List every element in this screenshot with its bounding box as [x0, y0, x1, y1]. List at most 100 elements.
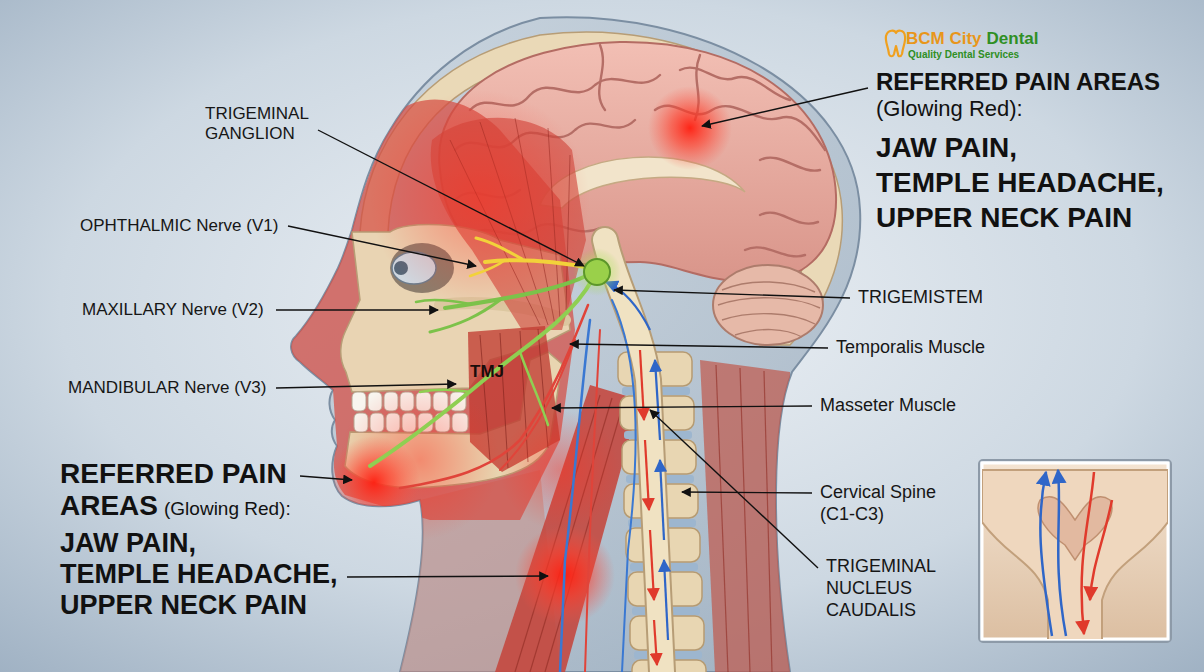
- trigeminal-nerve: [416, 300, 470, 304]
- anatomy-label: Temporalis Muscle: [836, 337, 1016, 359]
- leader-line: [318, 130, 584, 266]
- leader-line: [570, 344, 828, 348]
- leader-line: [276, 88, 868, 577]
- brain: [760, 213, 818, 224]
- trigeminal-nerve: [470, 260, 505, 276]
- anatomy-label: Masseter Muscle: [820, 395, 990, 417]
- anatomy-label: TRIGEMINAL NUCLEUS CAUDALIS: [826, 556, 944, 622]
- brain: [745, 247, 805, 256]
- anatomy-label: MANDIBULAR Nerve (V3): [68, 378, 278, 398]
- anatomy-label: TRIGEMISTEM: [858, 287, 1008, 309]
- trigeminal-nerve: [430, 300, 500, 332]
- anatomy-label: Masseter Muscle: [820, 395, 990, 417]
- anatomy-label: Cervical Spine (C1-C3): [820, 482, 950, 526]
- trigeminal-ganglion: [573, 248, 621, 296]
- blood-vessel: [560, 320, 590, 672]
- blood-vessel: [400, 305, 588, 488]
- pain-pathway-arrow: [654, 620, 657, 665]
- inset-cross-section: [1058, 470, 1066, 636]
- cerebellum: [718, 298, 820, 308]
- leader-line: [552, 406, 812, 408]
- pain-area-label: TEMPLE HEADACHE,: [60, 559, 300, 590]
- pain-area-label: UPPER NECK PAIN: [60, 590, 300, 621]
- brain: [760, 158, 820, 171]
- pain-pathway-arrow: [645, 440, 649, 510]
- pain-pathway-arrow: [655, 360, 660, 440]
- blood-vessel: [612, 300, 636, 672]
- pain-pathway-arrow: [606, 282, 668, 665]
- blood-vessel: [585, 330, 600, 672]
- logo-text: BCM City DentalQuality Dental Services: [906, 29, 1106, 60]
- anatomy-label: TRIGEMINAL GANGLION: [205, 104, 330, 145]
- cerebellum: [735, 330, 802, 337]
- pain-area-label: JAW PAIN,: [60, 528, 300, 559]
- cerebellum: [722, 314, 815, 324]
- logo-name: Dental: [987, 29, 1039, 48]
- logo-tagline: Quality Dental Services: [908, 49, 1106, 60]
- trigeminal-nerve: [370, 238, 592, 466]
- cerebellum: [713, 265, 823, 345]
- callout-block: REFERRED PAIN AREAS(Glowing Red): JAW PAI…: [876, 68, 1194, 235]
- inset-cross-section: [1090, 500, 1112, 600]
- anatomy: [291, 32, 842, 672]
- anatomy-label: TMJ: [470, 362, 520, 382]
- brain: [599, 45, 605, 110]
- logo-icon: [886, 31, 905, 57]
- pain-pathway-arrow: [664, 560, 668, 640]
- callout-subheading: (Glowing Red):: [876, 96, 1194, 122]
- pain-pathway-arrow: [660, 460, 664, 540]
- pain-area-label: JAW PAIN,: [876, 130, 1194, 165]
- pain-pathway-arrow: [650, 530, 654, 600]
- head-outline: [291, 17, 860, 672]
- anatomy-label: OPHTHALMIC Nerve (V1): [80, 216, 290, 236]
- leader-line: [347, 576, 548, 577]
- leader-line: [288, 226, 476, 266]
- inset-cross-section: [982, 470, 1168, 639]
- anatomy-label: OPHTHALMIC Nerve (V1): [80, 216, 290, 236]
- anatomy-label: TRIGEMINAL GANGLION: [205, 104, 330, 145]
- trigeminal-ganglion: [573, 248, 621, 296]
- leader-line: [614, 290, 850, 298]
- inset-cross-section: [982, 470, 1168, 639]
- trigeminal-nerve: [370, 280, 592, 466]
- trigeminal-nerve: [520, 352, 548, 425]
- inset-cross-section: [982, 463, 1168, 639]
- neck-muscle: [716, 365, 728, 672]
- trigeminal-ganglion: [584, 259, 610, 285]
- anatomy-label: Cervical Spine (C1-C3): [820, 482, 950, 526]
- callout-subheading: (Glowing Red):: [164, 498, 291, 519]
- anatomy-label: MAXILLARY Nerve (V2): [82, 300, 282, 320]
- leader-line: [276, 384, 456, 388]
- pain-glow: [328, 436, 420, 528]
- pain-glow: [500, 410, 620, 530]
- pain-glow: [648, 86, 732, 170]
- leader-line: [650, 410, 818, 568]
- leader-line: [276, 309, 438, 310]
- pain-glow: [370, 90, 590, 310]
- cerebellum: [718, 282, 820, 337]
- anatomy-label: MAXILLARY Nerve (V2): [82, 300, 282, 320]
- leader-line: [702, 88, 868, 126]
- inset-cross-section: [1040, 472, 1052, 636]
- pain-area-label: TEMPLE HEADACHE,: [876, 165, 1194, 200]
- logo-name: BCM City: [906, 29, 982, 48]
- anatomy-label: TMJ: [470, 362, 520, 382]
- leader-line: [682, 492, 812, 493]
- callout-heading: REFERRED PAIN AREAS: [876, 68, 1194, 96]
- pain-area-label: UPPER NECK PAIN: [876, 200, 1194, 235]
- anatomy-label: TRIGEMINAL NUCLEUS CAUDALIS: [826, 556, 944, 622]
- inset-cross-section: [1082, 472, 1094, 634]
- inset-cross-section: [1038, 497, 1112, 560]
- leader-line: [300, 476, 352, 480]
- pain-pathway-arrow: [640, 350, 644, 420]
- callout-block: REFERRED PAIN AREAS(Glowing Red):JAW PAI…: [60, 458, 300, 622]
- anatomy-label: MANDIBULAR Nerve (V3): [68, 378, 278, 398]
- trigeminal-nerve: [476, 238, 522, 259]
- inset-cross-section: [1040, 470, 1112, 636]
- anatomy-label: Temporalis Muscle: [836, 337, 1016, 359]
- trigeminal-nerve: [420, 390, 470, 392]
- cerebellum: [722, 282, 815, 292]
